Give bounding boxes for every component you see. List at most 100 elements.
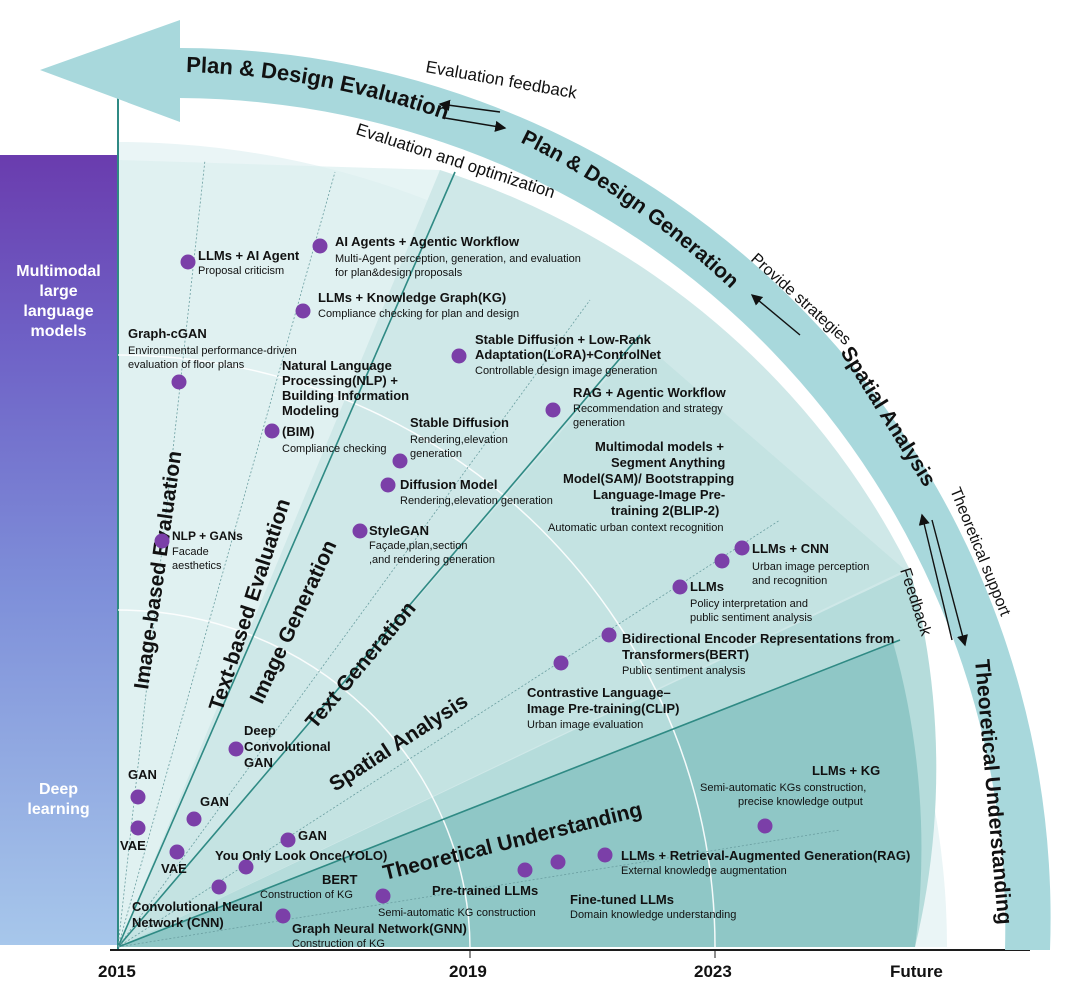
svg-text:for plan&design proposals: for plan&design proposals [335,267,463,279]
svg-text:public sentiment analysis: public sentiment analysis [690,612,813,624]
svg-text:GAN: GAN [244,755,273,770]
svg-text:Semi-automatic KGs constructio: Semi-automatic KGs construction, [700,782,866,794]
node-dot [312,238,328,254]
node-dot [211,879,227,895]
node-dot [154,533,170,549]
svg-text:generation: generation [573,417,625,429]
svg-text:Language-Image Pre-: Language-Image Pre- [593,487,725,502]
svg-text:AI Agents + Agentic Workflow: AI Agents + Agentic Workflow [335,234,520,249]
node-dot [392,453,408,469]
node-dot [380,477,396,493]
svg-text:Construction of KG: Construction of KG [260,889,353,901]
svg-text:Fine-tuned LLMs: Fine-tuned LLMs [570,892,674,907]
node-dot [734,540,750,556]
node-dot [186,811,202,827]
sector-theory [118,642,922,947]
node-dot [553,655,569,671]
node-dot [672,579,688,595]
svg-text:LLMs + KG: LLMs + KG [812,763,880,778]
svg-text:Building Information: Building Information [282,388,409,403]
svg-text:Convolutional Neural: Convolutional Neural [132,899,263,914]
svg-text:Environmental performance-driv: Environmental performance-driven [128,345,297,357]
svg-text:You Only Look Once(YOLO): You Only Look Once(YOLO) [215,848,387,863]
svg-text:VAE: VAE [120,838,146,853]
svg-text:RAG + Agentic Workflow: RAG + Agentic Workflow [573,385,727,400]
node-dot [130,820,146,836]
concentric-arcs [117,354,716,948]
node-dot [180,254,196,270]
svg-text:,and rendering generation: ,and rendering generation [369,554,495,566]
svg-text:NLP + GANs: NLP + GANs [172,529,243,543]
svg-text:aesthetics: aesthetics [172,560,222,572]
svg-text:and recognition: and recognition [752,575,827,587]
svg-text:Urban image evaluation: Urban image evaluation [527,719,643,731]
svg-text:generation: generation [410,448,462,460]
svg-text:Stable Diffusion: Stable Diffusion [410,415,509,430]
node-dot [130,789,146,805]
year-2015: 2015 [98,962,136,981]
svg-text:External knowledge augmentatio: External knowledge augmentation [621,865,787,877]
nodes [130,238,773,924]
node-dot [757,818,773,834]
node-dot [550,854,566,870]
svg-text:StyleGAN: StyleGAN [369,523,429,538]
svg-text:Urban image perception: Urban image perception [752,561,869,573]
svg-text:Contrastive Language–: Contrastive Language– [527,685,671,700]
svg-text:Domain knowledge understanding: Domain knowledge understanding [570,909,736,921]
svg-text:LLMs + Retrieval-Augmented Gen: LLMs + Retrieval-Augmented Generation(RA… [621,848,910,863]
svg-text:Facade: Facade [172,546,209,558]
svg-text:Multi-Agent perception, genera: Multi-Agent perception, generation, and … [335,253,581,265]
svg-text:LLMs + Knowledge Graph(KG): LLMs + Knowledge Graph(KG) [318,290,506,305]
node-dot [352,523,368,539]
svg-text:GAN: GAN [298,828,327,843]
node-labels: LLMs + AI Agent Proposal criticism AI Ag… [120,234,910,950]
svg-text:Image Pre-training(CLIP): Image Pre-training(CLIP) [527,701,679,716]
svg-text:Automatic urban context recogn: Automatic urban context recognition [548,522,724,534]
svg-text:Diffusion Model: Diffusion Model [400,477,498,492]
svg-text:Graph-cGAN: Graph-cGAN [128,326,207,341]
svg-text:Proposal criticism: Proposal criticism [198,265,284,277]
svg-text:evaluation of floor plans: evaluation of floor plans [128,359,245,371]
svg-text:Policy interpretation and: Policy interpretation and [690,598,808,610]
svg-text:Natural Language: Natural Language [282,358,392,373]
node-dot [275,908,291,924]
year-2019: 2019 [449,962,487,981]
svg-text:precise knowledge output: precise knowledge output [738,796,863,808]
node-dot [601,627,617,643]
node-dot [375,888,391,904]
svg-text:Façade,plan,section: Façade,plan,section [369,540,467,552]
svg-text:GAN: GAN [128,767,157,782]
node-dot [169,844,185,860]
divider-lines [117,171,901,948]
svg-text:training 2(BLIP-2): training 2(BLIP-2) [611,503,719,518]
svg-text:Deep: Deep [244,723,276,738]
node-dot [238,859,254,875]
node-dot [714,553,730,569]
year-2023: 2023 [694,962,732,981]
sector-spatial-inner [118,340,905,947]
svg-text:Network (CNN): Network (CNN) [132,915,224,930]
svg-text:LLMs: LLMs [690,579,724,594]
node-dot [295,303,311,319]
svg-text:Public sentiment analysis: Public sentiment analysis [622,665,746,677]
svg-text:Semi-automatic KG construction: Semi-automatic KG construction [378,907,536,919]
node-dot [451,348,467,364]
svg-text:Processing(NLP) +: Processing(NLP) + [282,373,398,388]
svg-text:LLMs + AI Agent: LLMs + AI Agent [198,248,300,263]
node-dot [517,862,533,878]
svg-text:VAE: VAE [161,861,187,876]
svg-text:Segment Anything: Segment Anything [611,455,725,470]
svg-text:Construction of KG: Construction of KG [292,938,385,950]
svg-text:Pre-trained LLMs: Pre-trained LLMs [432,883,538,898]
node-dot [228,741,244,757]
svg-text:Adaptation(LoRA)+ControlNet: Adaptation(LoRA)+ControlNet [475,347,662,362]
svg-text:LLMs + CNN: LLMs + CNN [752,541,829,556]
svg-text:Graph Neural Network(GNN): Graph Neural Network(GNN) [292,921,467,936]
svg-text:Compliance checking for plan a: Compliance checking for plan and design [318,308,519,320]
node-dot [171,374,187,390]
node-dot [597,847,613,863]
